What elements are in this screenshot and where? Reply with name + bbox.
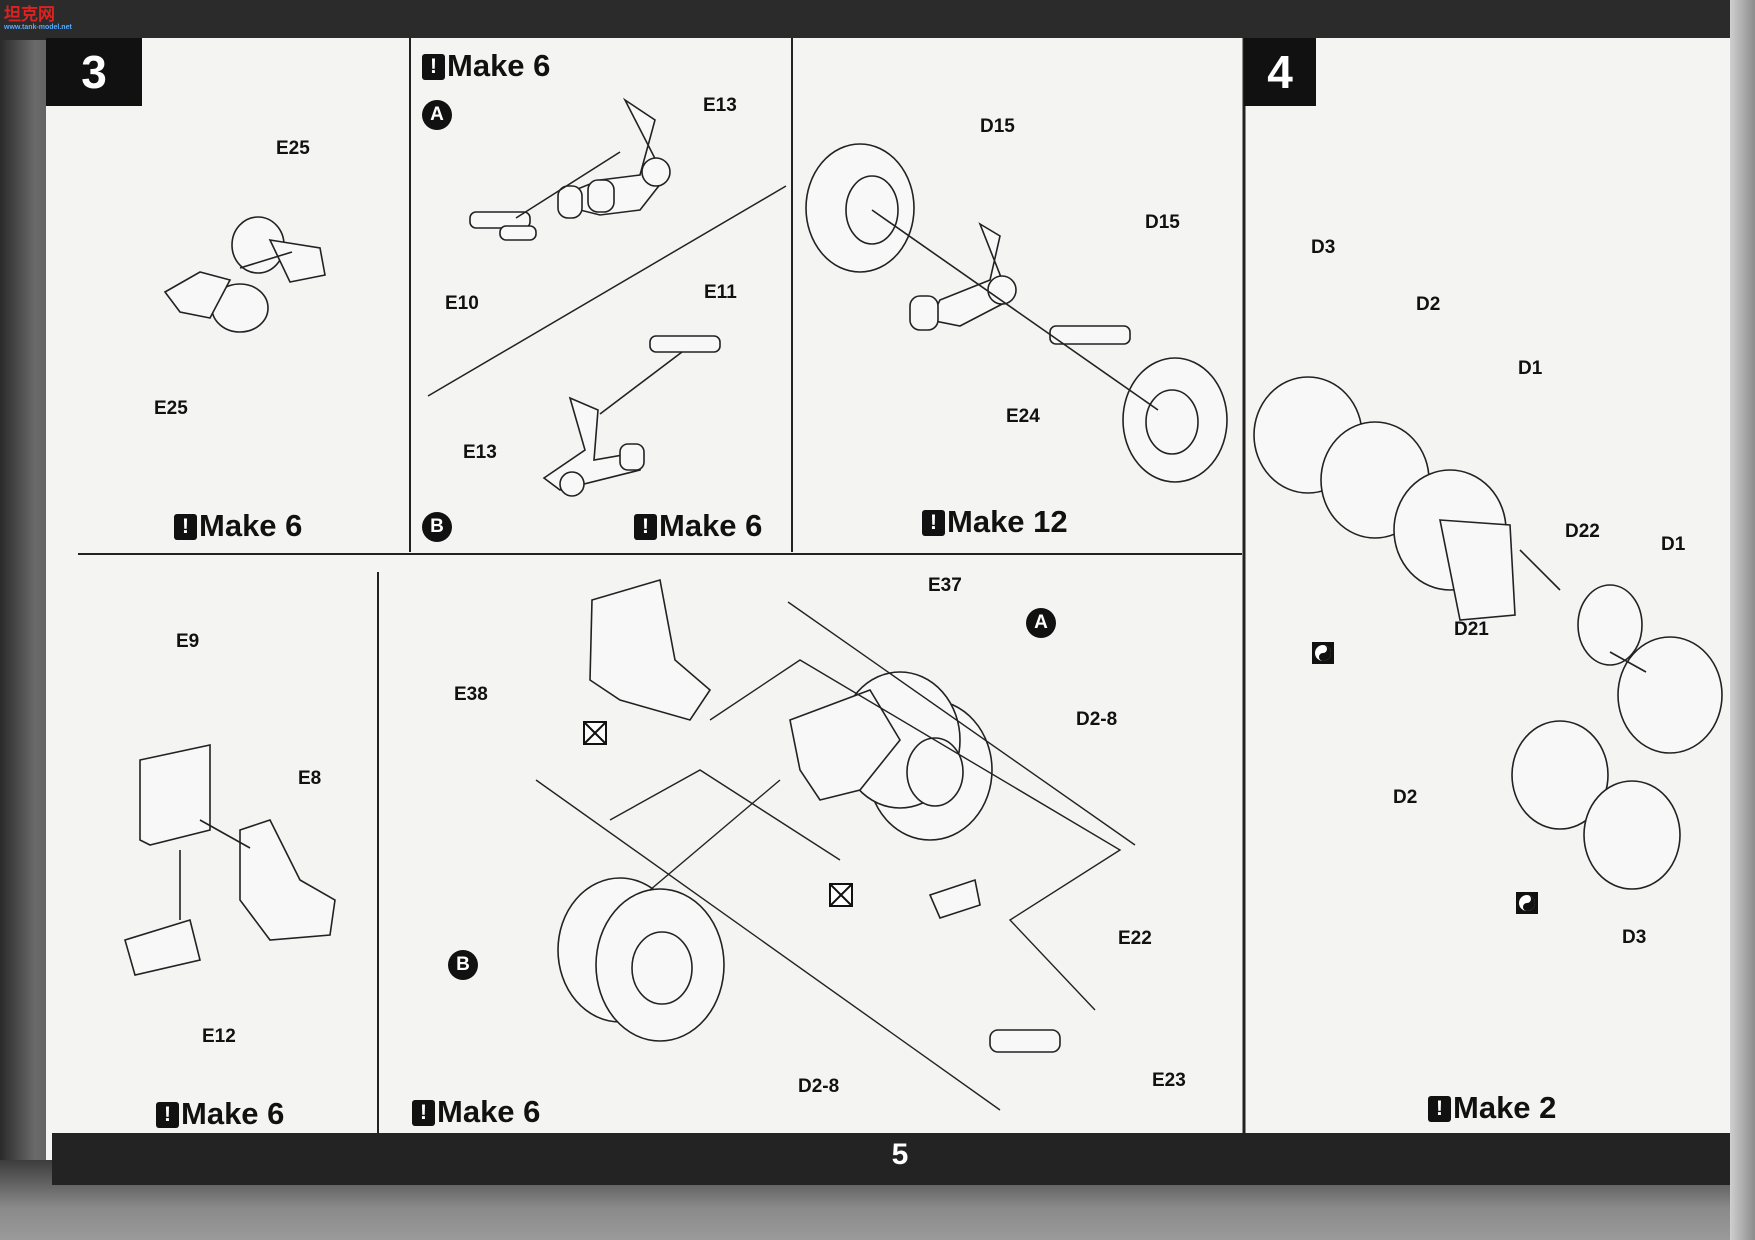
- make-label: !Make 6: [634, 508, 762, 544]
- part-d21-hub: [1439, 519, 1516, 621]
- callout-e37: E37: [928, 575, 962, 596]
- callout-d2-8: D2-8: [798, 1076, 840, 1097]
- callout-e23: E23: [1152, 1070, 1186, 1091]
- part-d3-sprocket-bottom: [1583, 780, 1681, 890]
- site-watermark: 坦克网 www.tank-model.net: [4, 6, 72, 38]
- bogie-wheel-pair-lower: [557, 877, 725, 1042]
- part-arm: [909, 222, 1017, 331]
- watermark-text: 坦克网: [4, 5, 55, 24]
- part-e23-damper: [989, 1029, 1061, 1053]
- make-label: !Make 6: [422, 48, 550, 84]
- part-e8-bracket: [239, 819, 336, 941]
- part-d2-sprocket-bottom: [1511, 720, 1609, 830]
- arrow-line: [1609, 651, 1647, 673]
- exclamation-icon: !: [174, 514, 197, 540]
- exclamation-icon: !: [922, 510, 945, 536]
- callout-e25: E25: [154, 398, 188, 419]
- top-dark-band: [0, 0, 1755, 40]
- callout-d2-8: D2-8: [1076, 709, 1118, 730]
- callout-d15: D15: [980, 116, 1015, 137]
- callout-e13: E13: [703, 95, 737, 116]
- callout-e9: E9: [176, 631, 200, 652]
- sub-assembly-a-marker: A: [422, 100, 452, 130]
- yin-yang-icon: [1312, 642, 1334, 664]
- callout-e8: E8: [298, 768, 322, 789]
- callout-d21: D21: [1454, 619, 1489, 640]
- callout-e13: E13: [463, 442, 497, 463]
- divider-line: [427, 185, 787, 397]
- part-e13-arm-b: [542, 396, 645, 497]
- part-mount-plate: [589, 578, 712, 721]
- sub-assembly-b-marker: B: [422, 512, 452, 542]
- callout-e22: E22: [1118, 928, 1152, 949]
- yin-yang-icon: [1516, 892, 1538, 914]
- sub-assembly-b-marker: B: [448, 950, 478, 980]
- make-label: !Make 6: [412, 1094, 540, 1130]
- bogie-body: [789, 689, 901, 801]
- make-label: !Make 6: [174, 508, 302, 544]
- part-e11-axle: [649, 335, 721, 353]
- assembly-guide-lines: [535, 601, 1136, 1111]
- part-e9-plate: [139, 744, 211, 846]
- watermark-url: www.tank-model.net: [4, 24, 72, 31]
- make-label: !Make 6: [156, 1096, 284, 1132]
- callout-d1: D1: [1518, 358, 1543, 379]
- exclamation-icon: !: [634, 514, 657, 540]
- part-d15-roadwheel: [805, 143, 915, 273]
- part-e25-hub: [163, 216, 326, 333]
- crossed-box-icon: [583, 721, 607, 745]
- part-e22-block: [928, 878, 981, 919]
- part-d1-sprocket-right: [1617, 636, 1723, 754]
- part-e12-plate: [124, 918, 201, 976]
- step-3-badge: 3: [46, 38, 142, 106]
- exclamation-icon: !: [156, 1102, 179, 1128]
- part-e13-arm: [557, 97, 671, 219]
- callout-d3: D3: [1311, 237, 1336, 258]
- part-e10-axle: [469, 211, 537, 241]
- callout-d22: D22: [1565, 521, 1600, 542]
- page-footer-bar: [52, 1133, 1742, 1185]
- page-number: 5: [891, 1138, 909, 1171]
- callout-e11: E11: [704, 282, 737, 303]
- make-label: !Make 2: [1428, 1090, 1556, 1126]
- arrow-line: [1519, 549, 1561, 591]
- make-label: !Make 12: [922, 504, 1068, 540]
- arrow-line: [239, 251, 293, 269]
- callout-e10: E10: [445, 293, 479, 314]
- arrow-line: [199, 819, 251, 849]
- part-d15-roadwheel-right: [1122, 357, 1228, 483]
- arrow-line: [515, 151, 621, 219]
- callout-d2: D2: [1416, 294, 1441, 315]
- exclamation-icon: !: [1428, 1096, 1451, 1122]
- callout-e25: E25: [276, 138, 310, 159]
- crossed-box-icon: [829, 883, 853, 907]
- callout-d1: D1: [1661, 534, 1686, 555]
- callout-d2: D2: [1393, 787, 1418, 808]
- exclamation-icon: !: [422, 54, 445, 80]
- exclamation-icon: !: [412, 1100, 435, 1126]
- callout-d15: D15: [1145, 212, 1180, 233]
- part-d22-cap: [1577, 584, 1643, 666]
- callout-e12: E12: [202, 1026, 236, 1047]
- part-e24-axle: [1049, 325, 1131, 345]
- callout-e38: E38: [454, 684, 488, 705]
- sub-assembly-a-marker: A: [1026, 608, 1056, 638]
- callout-d3: D3: [1622, 927, 1647, 948]
- arrow-line: [599, 351, 683, 415]
- page-edge: [1730, 0, 1755, 1240]
- callout-e24: E24: [1006, 406, 1040, 427]
- arrow-line: [871, 209, 1159, 411]
- step-4-badge: 4: [1244, 38, 1316, 106]
